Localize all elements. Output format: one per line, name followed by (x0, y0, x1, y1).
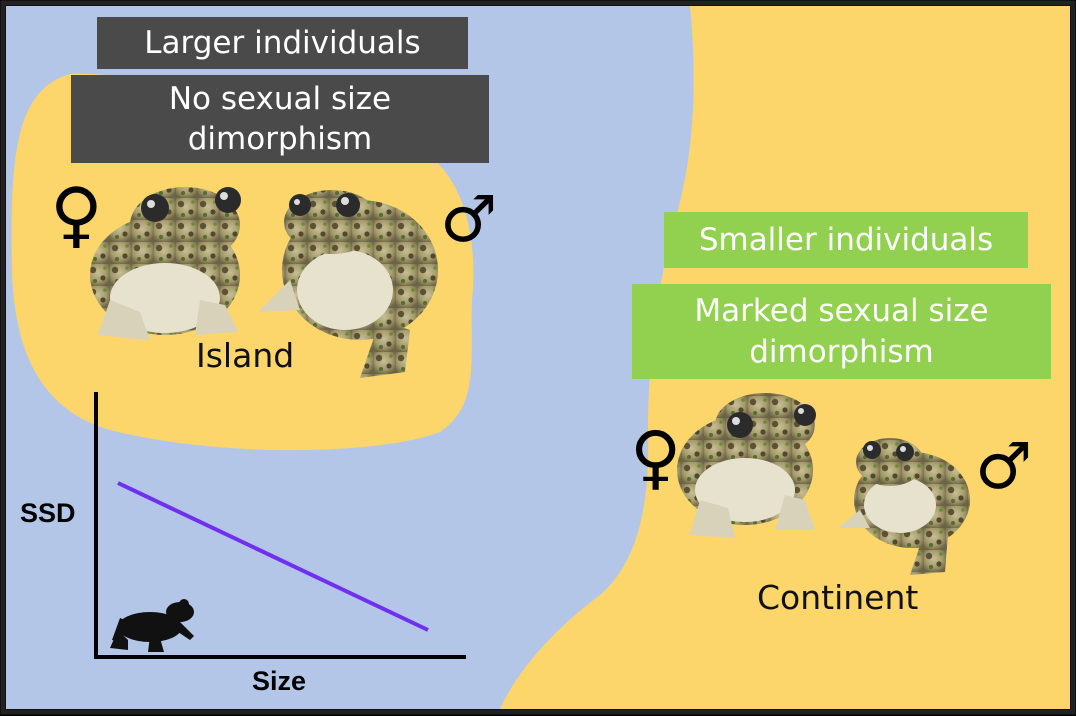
male-symbol-continent: ♂ (975, 430, 1033, 504)
island-ssd-box: No sexual size dimorphism (71, 75, 489, 163)
ssd-size-plot (94, 392, 466, 659)
toad-photo-female-continent (677, 393, 816, 538)
toad-silhouette-icon (110, 599, 194, 652)
island-label: Island (196, 336, 295, 375)
continent-size-box: Smaller individuals (664, 212, 1028, 268)
trend-line (117, 481, 429, 632)
female-symbol-island: ♀ (50, 172, 103, 256)
toad-photo-male (258, 190, 438, 378)
female-symbol-continent: ♀ (630, 416, 682, 498)
y-axis-label: SSD (20, 498, 76, 528)
male-symbol-island: ♂ (440, 183, 498, 257)
continent-ssd-box: Marked sexual size dimorphism (632, 284, 1051, 379)
continent-ssd-text: Marked sexual size dimorphism (694, 293, 989, 370)
toad-photo-female (90, 187, 241, 340)
island-size-text: Larger individuals (144, 24, 421, 61)
toad-photo-male-continent (838, 438, 970, 575)
continent-label: Continent (757, 578, 919, 617)
island-landmass (11, 73, 474, 451)
x-axis-label: Size (252, 666, 307, 696)
island-ssd-text: No sexual size dimorphism (168, 80, 392, 157)
continent-size-text: Smaller individuals (698, 221, 994, 258)
island-size-box: Larger individuals (97, 17, 468, 69)
